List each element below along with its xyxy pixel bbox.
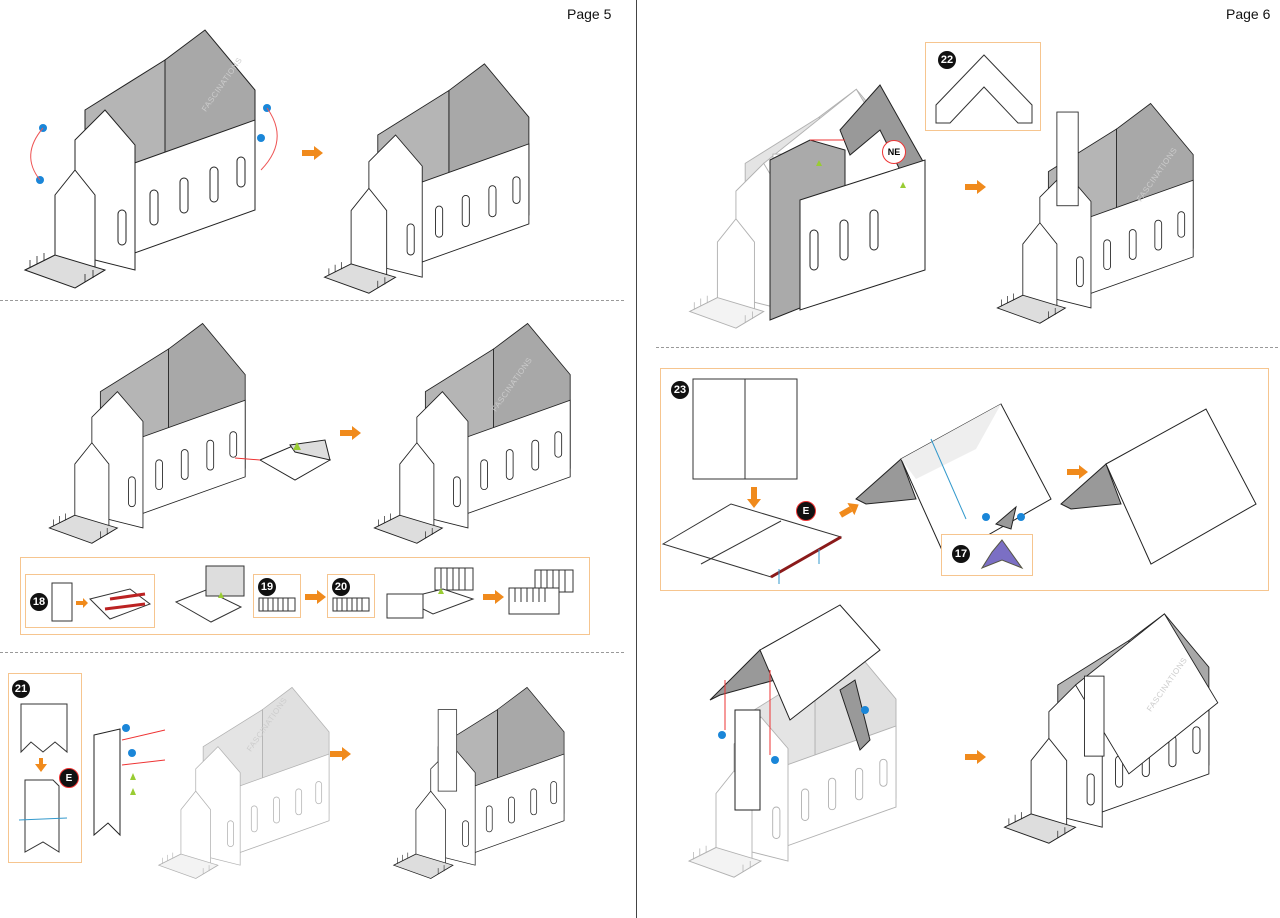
church-finished-illustration <box>975 605 1265 845</box>
porch-side-assembly <box>174 565 245 623</box>
step-23-box: 23 E 17 <box>660 368 1269 591</box>
roof-panel-folded <box>661 503 843 584</box>
church-illustration <box>48 323 246 544</box>
church-with-chimney-illustration <box>393 687 565 879</box>
step-number-21: 21 <box>12 680 30 698</box>
step-17-box: 17 <box>941 534 1033 576</box>
step-20-box: 20 <box>327 574 375 618</box>
porch-railing-assembly <box>386 567 475 619</box>
porch-floor-part <box>51 582 152 622</box>
step-19-box: 19 <box>253 574 301 618</box>
church-gable-illustration <box>769 84 926 321</box>
steps-18-20-box: 18 19 20 <box>20 557 590 635</box>
step-21-box: 21 E <box>8 673 82 863</box>
marker-e: E <box>59 768 79 788</box>
roof-assembly <box>855 403 1052 560</box>
porch-finished <box>508 569 574 615</box>
roof-panel-part <box>692 378 798 480</box>
marker-ne: NE <box>882 140 906 164</box>
marker-e: E <box>796 501 816 521</box>
railing-part <box>258 597 296 612</box>
section-divider <box>656 347 1278 348</box>
church-roof-install-illustration <box>688 604 897 878</box>
step-number-17: 17 <box>952 545 970 563</box>
chimney-part <box>18 703 68 853</box>
porch-steps-illustration <box>234 439 332 481</box>
chimney-illustration <box>93 724 166 837</box>
railing-part <box>332 597 370 612</box>
page-number-6: Page 6 <box>1226 6 1271 22</box>
section-divider <box>0 652 624 653</box>
church-with-porch-illustration <box>373 323 571 544</box>
step-number-20: 20 <box>332 578 350 596</box>
step-22-box: 22 <box>925 42 1041 131</box>
roof-finished <box>1060 408 1257 565</box>
step-number-23: 23 <box>671 381 689 399</box>
step-number-18: 18 <box>30 593 48 611</box>
church-gable-assembled-illustration <box>996 103 1194 324</box>
church-assembled-illustration <box>324 63 530 294</box>
step-18-box: 18 <box>25 574 155 628</box>
church-walls-illustration <box>24 29 278 289</box>
page-number-5: Page 5 <box>567 6 612 22</box>
step-number-22: 22 <box>938 51 956 69</box>
step-number-19: 19 <box>258 578 276 596</box>
section-divider <box>0 300 624 301</box>
gable-part <box>935 54 1033 124</box>
page-divider <box>636 0 637 918</box>
roof-bracket-part <box>980 539 1024 570</box>
